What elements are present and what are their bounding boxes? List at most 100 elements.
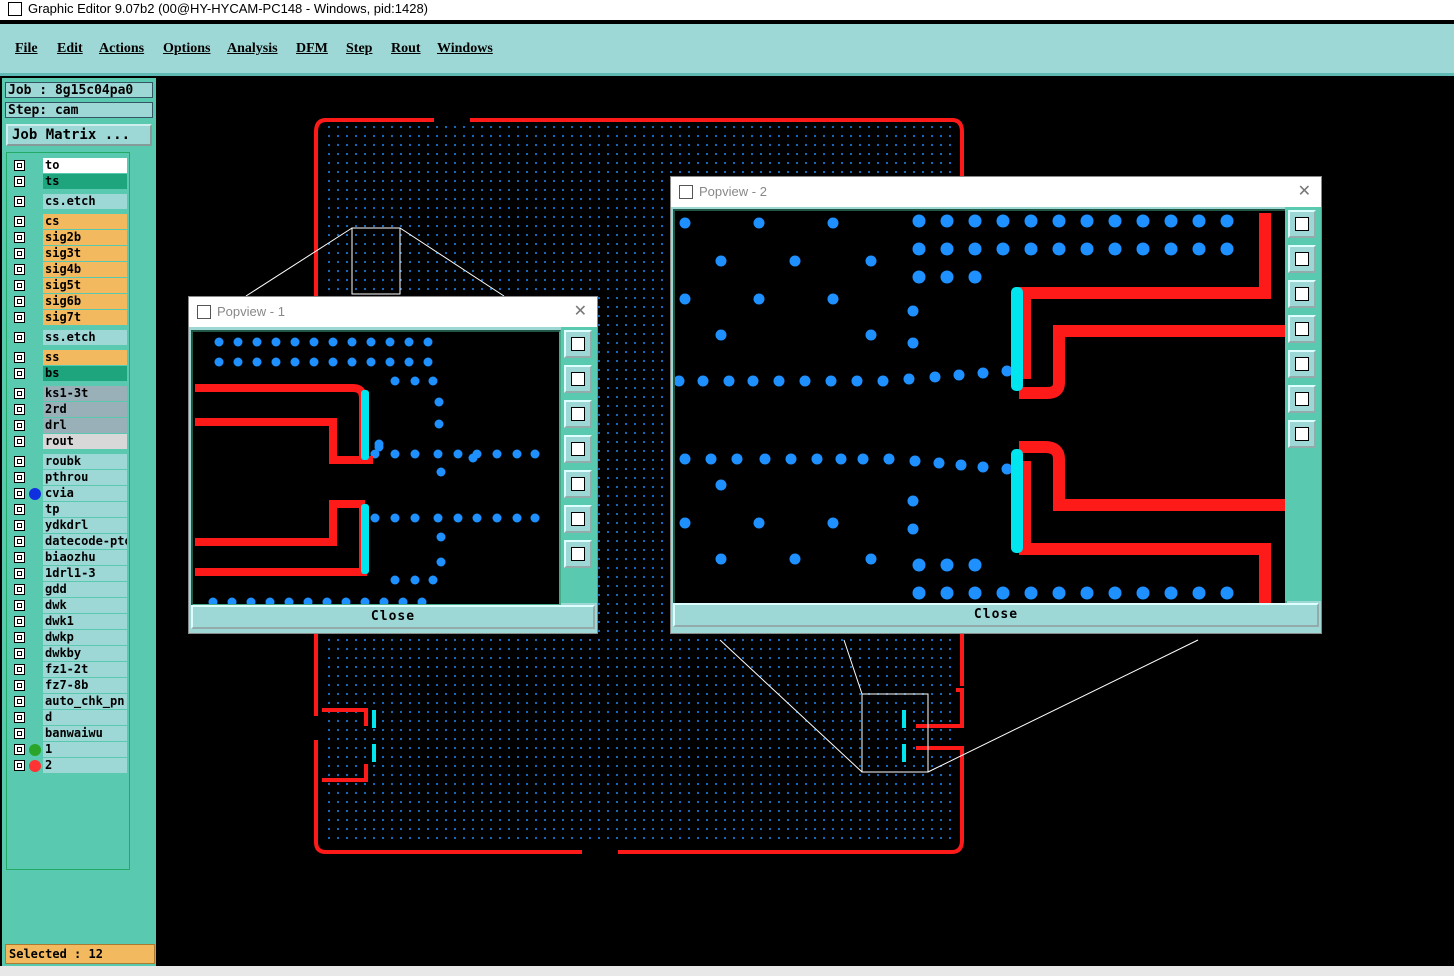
menu-dfm[interactable]: DFM <box>296 41 328 56</box>
layer-row-gdd[interactable]: gdd <box>9 582 129 597</box>
layer-row-banwaiwu[interactable]: banwaiwu <box>9 726 129 741</box>
zoom-in-icon[interactable] <box>1288 385 1316 413</box>
menu-options[interactable]: Options <box>163 41 211 56</box>
layer-checkbox[interactable] <box>14 728 25 739</box>
menu-actions[interactable]: Actions <box>99 41 145 56</box>
layer-row-1[interactable]: 1 <box>9 742 129 757</box>
popview-1-viewport[interactable] <box>191 330 561 606</box>
layer-checkbox[interactable] <box>14 388 25 399</box>
layer-row-drl[interactable]: drl <box>9 418 129 433</box>
layer-row-dwkp[interactable]: dwkp <box>9 630 129 645</box>
menu-file[interactable]: File <box>15 41 38 56</box>
layer-checkbox[interactable] <box>14 352 25 363</box>
layer-checkbox[interactable] <box>14 520 25 531</box>
layer-row-rout[interactable]: rout <box>9 434 129 449</box>
menu-rout[interactable]: Rout <box>391 41 421 56</box>
layer-checkbox[interactable] <box>14 404 25 415</box>
layer-row-sig3t[interactable]: sig3t <box>9 246 129 261</box>
layer-row-tp[interactable]: tp <box>9 502 129 517</box>
layer-checkbox[interactable] <box>14 368 25 379</box>
layer-checkbox[interactable] <box>14 616 25 627</box>
layer-row-ydkdrl[interactable]: ydkdrl <box>9 518 129 533</box>
job-matrix-button[interactable]: Job Matrix ... <box>6 124 152 146</box>
layer-checkbox[interactable] <box>14 664 25 675</box>
layer-checkbox[interactable] <box>14 232 25 243</box>
menu-windows[interactable]: Windows <box>437 41 493 56</box>
layer-checkbox[interactable] <box>14 712 25 723</box>
layer-row-pthrou[interactable]: pthrou <box>9 470 129 485</box>
zoom-out-icon[interactable] <box>1288 420 1316 448</box>
layer-row-ss.etch[interactable]: ss.etch <box>9 330 129 345</box>
zoom-fit-icon[interactable] <box>1288 210 1316 238</box>
pan-right-icon[interactable] <box>564 470 592 498</box>
popview-2-viewport[interactable] <box>673 209 1287 605</box>
pan-down-icon[interactable] <box>1288 280 1316 308</box>
layer-checkbox[interactable] <box>14 296 25 307</box>
layer-checkbox[interactable] <box>14 176 25 187</box>
layer-row-d[interactable]: d <box>9 710 129 725</box>
zoom-out-icon[interactable] <box>564 540 592 568</box>
layer-checkbox[interactable] <box>14 216 25 227</box>
layer-row-auto_chk_pn[interactable]: auto_chk_pn <box>9 694 129 709</box>
pan-up-icon[interactable] <box>564 365 592 393</box>
menu-edit[interactable]: Edit <box>57 41 83 56</box>
layer-row-dwk[interactable]: dwk <box>9 598 129 613</box>
layer-row-sig6b[interactable]: sig6b <box>9 294 129 309</box>
layer-checkbox[interactable] <box>14 420 25 431</box>
layer-row-sig7t[interactable]: sig7t <box>9 310 129 325</box>
layer-checkbox[interactable] <box>14 248 25 259</box>
layer-row-sig2b[interactable]: sig2b <box>9 230 129 245</box>
layer-row-ts[interactable]: ts <box>9 174 129 189</box>
layer-row-cs.etch[interactable]: cs.etch <box>9 194 129 209</box>
pan-right-icon[interactable] <box>1288 350 1316 378</box>
layer-row-dwkby[interactable]: dwkby <box>9 646 129 661</box>
layer-checkbox[interactable] <box>14 436 25 447</box>
layer-checkbox[interactable] <box>14 332 25 343</box>
layer-row-sig4b[interactable]: sig4b <box>9 262 129 277</box>
layer-row-2rd[interactable]: 2rd <box>9 402 129 417</box>
layer-checkbox[interactable] <box>14 680 25 691</box>
popview-1-close-button[interactable]: Close <box>191 605 595 629</box>
layer-checkbox[interactable] <box>14 744 25 755</box>
pan-left-icon[interactable] <box>564 435 592 463</box>
layer-checkbox[interactable] <box>14 280 25 291</box>
layer-row-roubk[interactable]: roubk <box>9 454 129 469</box>
layer-row-datecode-pto[interactable]: datecode-pto <box>9 534 129 549</box>
layer-checkbox[interactable] <box>14 600 25 611</box>
layer-checkbox[interactable] <box>14 504 25 515</box>
layer-checkbox[interactable] <box>14 648 25 659</box>
layer-row-ks1-3t[interactable]: ks1-3t <box>9 386 129 401</box>
layer-checkbox[interactable] <box>14 472 25 483</box>
layer-row-dwk1[interactable]: dwk1 <box>9 614 129 629</box>
layer-row-to[interactable]: to <box>9 158 129 173</box>
zoom-in-icon[interactable] <box>564 505 592 533</box>
layer-row-bs[interactable]: bs <box>9 366 129 381</box>
layer-checkbox[interactable] <box>14 488 25 499</box>
close-icon[interactable]: ✕ <box>573 303 587 320</box>
pan-left-icon[interactable] <box>1288 315 1316 343</box>
layer-checkbox[interactable] <box>14 632 25 643</box>
menu-analysis[interactable]: Analysis <box>227 41 278 56</box>
layer-checkbox[interactable] <box>14 312 25 323</box>
popview-2-close-button[interactable]: Close <box>673 603 1319 627</box>
layer-checkbox[interactable] <box>14 584 25 595</box>
layer-row-sig5t[interactable]: sig5t <box>9 278 129 293</box>
layer-checkbox[interactable] <box>14 760 25 771</box>
layer-checkbox[interactable] <box>14 160 25 171</box>
layer-checkbox[interactable] <box>14 552 25 563</box>
layer-row-fz1-2t[interactable]: fz1-2t <box>9 662 129 677</box>
pan-up-icon[interactable] <box>1288 245 1316 273</box>
close-icon[interactable]: ✕ <box>1297 183 1311 200</box>
layer-row-fz7-8b[interactable]: fz7-8b <box>9 678 129 693</box>
layer-row-ss[interactable]: ss <box>9 350 129 365</box>
layer-checkbox[interactable] <box>14 536 25 547</box>
layer-row-cs[interactable]: cs <box>9 214 129 229</box>
layer-row-cvia[interactable]: cvia <box>9 486 129 501</box>
layer-row-1drl1-3[interactable]: 1drl1-3 <box>9 566 129 581</box>
zoom-fit-icon[interactable] <box>564 330 592 358</box>
layer-checkbox[interactable] <box>14 568 25 579</box>
layer-checkbox[interactable] <box>14 456 25 467</box>
layer-row-2[interactable]: 2 <box>9 758 129 773</box>
layer-checkbox[interactable] <box>14 264 25 275</box>
pan-down-icon[interactable] <box>564 400 592 428</box>
